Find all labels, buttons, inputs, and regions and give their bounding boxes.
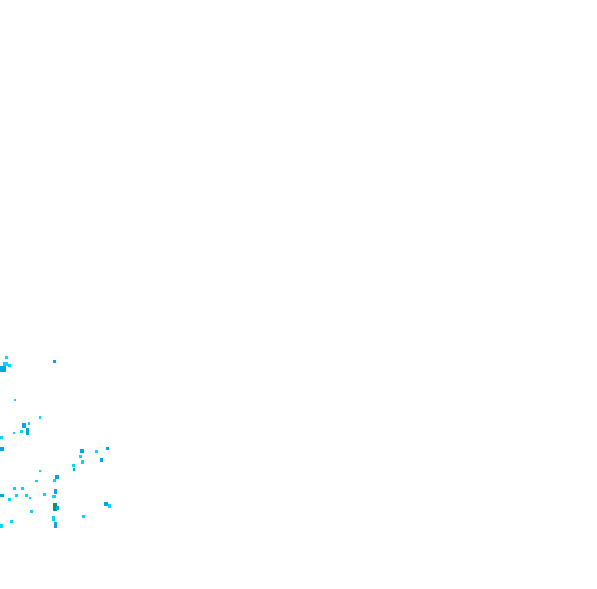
echo-cell — [54, 522, 57, 528]
echo-cell — [43, 493, 46, 496]
echo-cell — [52, 495, 56, 498]
echo-cell — [30, 510, 33, 513]
echo-cell — [8, 498, 11, 501]
echo-cell — [39, 470, 41, 472]
echo-cell — [5, 356, 8, 359]
echo-cell — [14, 399, 16, 401]
echo-cell — [35, 480, 38, 482]
echo-cell — [104, 502, 108, 506]
echo-cell — [80, 449, 84, 453]
echo-cell — [39, 416, 41, 419]
echo-cell — [0, 494, 4, 497]
echo-cell — [52, 516, 55, 521]
echo-cell — [3, 362, 8, 366]
echo-cell — [106, 447, 109, 450]
echo-cell — [13, 432, 15, 434]
echo-cell — [15, 494, 18, 497]
echo-cell — [108, 504, 111, 508]
echo-cell — [0, 436, 3, 439]
echo-cell — [10, 520, 13, 523]
echo-cell — [20, 430, 23, 433]
echo-cell — [72, 464, 75, 467]
echo-cell — [0, 524, 3, 528]
echo-cell — [53, 503, 57, 511]
echo-cell — [79, 455, 82, 458]
echo-cell — [21, 487, 24, 490]
echo-cell — [28, 422, 30, 425]
echo-cell — [0, 447, 4, 451]
echo-cell — [100, 458, 103, 462]
precipitation-echo-layer — [0, 356, 111, 528]
echo-cell — [95, 450, 98, 453]
echo-cell — [25, 494, 28, 497]
echo-cell — [13, 487, 16, 490]
echo-cell — [22, 423, 26, 428]
echo-cell — [54, 489, 57, 494]
echo-cell — [55, 475, 59, 479]
echo-cell — [73, 468, 75, 471]
echo-cell — [8, 364, 11, 367]
echo-cell — [53, 360, 56, 363]
echo-cell — [26, 428, 29, 435]
echo-cell — [0, 366, 6, 372]
echo-cell — [56, 506, 59, 510]
echo-cell — [53, 479, 56, 482]
echo-cell — [82, 515, 85, 518]
echo-cell — [29, 497, 31, 499]
echo-cell — [81, 460, 84, 464]
